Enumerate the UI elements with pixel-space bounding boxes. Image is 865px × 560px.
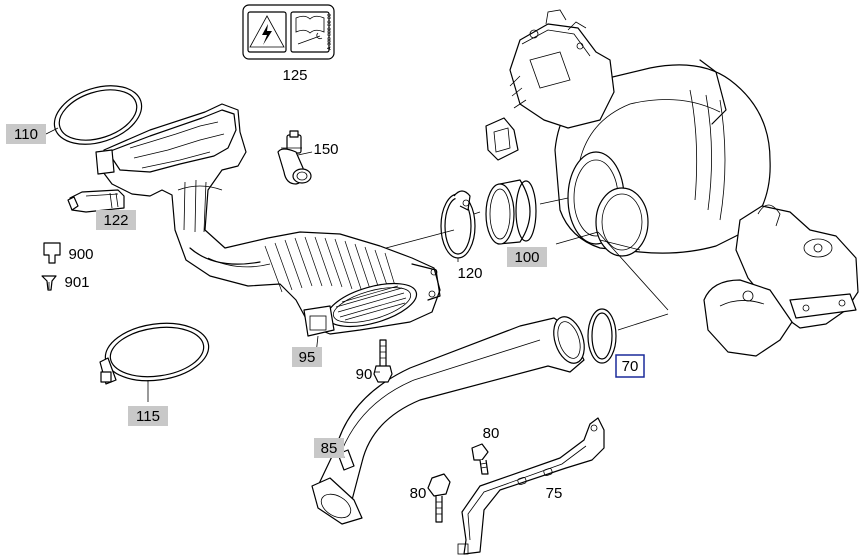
intake-duct-95[interactable] xyxy=(95,103,441,337)
svg-text:120: 120 xyxy=(457,265,482,282)
svg-text:70: 70 xyxy=(622,358,639,375)
svg-text:115: 115 xyxy=(136,408,160,425)
bracket-75[interactable] xyxy=(457,417,605,555)
callout-900[interactable]: 900 xyxy=(68,246,93,263)
o-ring-70[interactable] xyxy=(587,308,617,364)
clamp-120[interactable] xyxy=(440,190,476,259)
ring-seal-110[interactable] xyxy=(47,75,149,154)
warning-label-text: A 000 000 00 00 xyxy=(327,13,333,50)
bolt-90[interactable] xyxy=(373,339,393,383)
svg-text:75: 75 xyxy=(546,485,563,502)
svg-text:901: 901 xyxy=(64,274,89,291)
callout-901[interactable]: 901 xyxy=(64,274,89,291)
callout-120[interactable]: 120 xyxy=(457,265,482,282)
callout-80-upper[interactable]: 80 xyxy=(483,425,500,442)
callout-110[interactable]: 110 xyxy=(6,124,46,144)
svg-text:900: 900 xyxy=(68,246,93,263)
callout-100[interactable]: 100 xyxy=(507,247,547,267)
svg-text:95: 95 xyxy=(299,349,316,366)
sensor-122[interactable] xyxy=(67,189,125,213)
callout-90[interactable]: 90 xyxy=(356,366,373,383)
bolt-80-lower[interactable] xyxy=(427,473,451,523)
manual-book-icon xyxy=(295,15,325,34)
callout-80-lower[interactable]: 80 xyxy=(410,485,427,502)
bolt-80-upper[interactable] xyxy=(471,443,489,475)
callout-150[interactable]: 150 xyxy=(313,141,338,158)
callout-115[interactable]: 115 xyxy=(128,406,168,426)
svg-text:80: 80 xyxy=(483,425,500,442)
sensor-150[interactable] xyxy=(277,130,313,185)
svg-text:125: 125 xyxy=(282,67,307,84)
outlet-mesh xyxy=(335,285,407,321)
svg-text:85: 85 xyxy=(321,440,338,457)
bellows-ribs xyxy=(264,236,401,303)
charge-pipe-85[interactable] xyxy=(311,313,590,525)
callout-70-selected[interactable]: 70 xyxy=(615,354,645,378)
callout-125[interactable]: 125 xyxy=(282,67,307,84)
svg-text:80: 80 xyxy=(410,485,427,502)
terminal-901[interactable] xyxy=(41,275,57,291)
svg-text:90: 90 xyxy=(356,366,373,383)
svg-text:122: 122 xyxy=(103,212,128,229)
callout-75[interactable]: 75 xyxy=(546,485,563,502)
callout-122[interactable]: 122 xyxy=(96,210,136,230)
warning-label-125[interactable]: A 000 000 00 00 xyxy=(242,4,335,60)
wrench-icon xyxy=(297,32,323,45)
callout-95[interactable]: 95 xyxy=(292,347,322,367)
svg-text:110: 110 xyxy=(14,126,38,143)
hose-clamp-115[interactable] xyxy=(99,317,212,387)
callout-85[interactable]: 85 xyxy=(314,438,344,458)
turbocharger[interactable] xyxy=(485,9,859,357)
connector-900[interactable] xyxy=(43,242,61,264)
lightning-icon xyxy=(262,24,272,45)
svg-text:150: 150 xyxy=(313,141,338,158)
sleeve-100[interactable] xyxy=(485,179,537,245)
svg-text:100: 100 xyxy=(514,249,539,266)
